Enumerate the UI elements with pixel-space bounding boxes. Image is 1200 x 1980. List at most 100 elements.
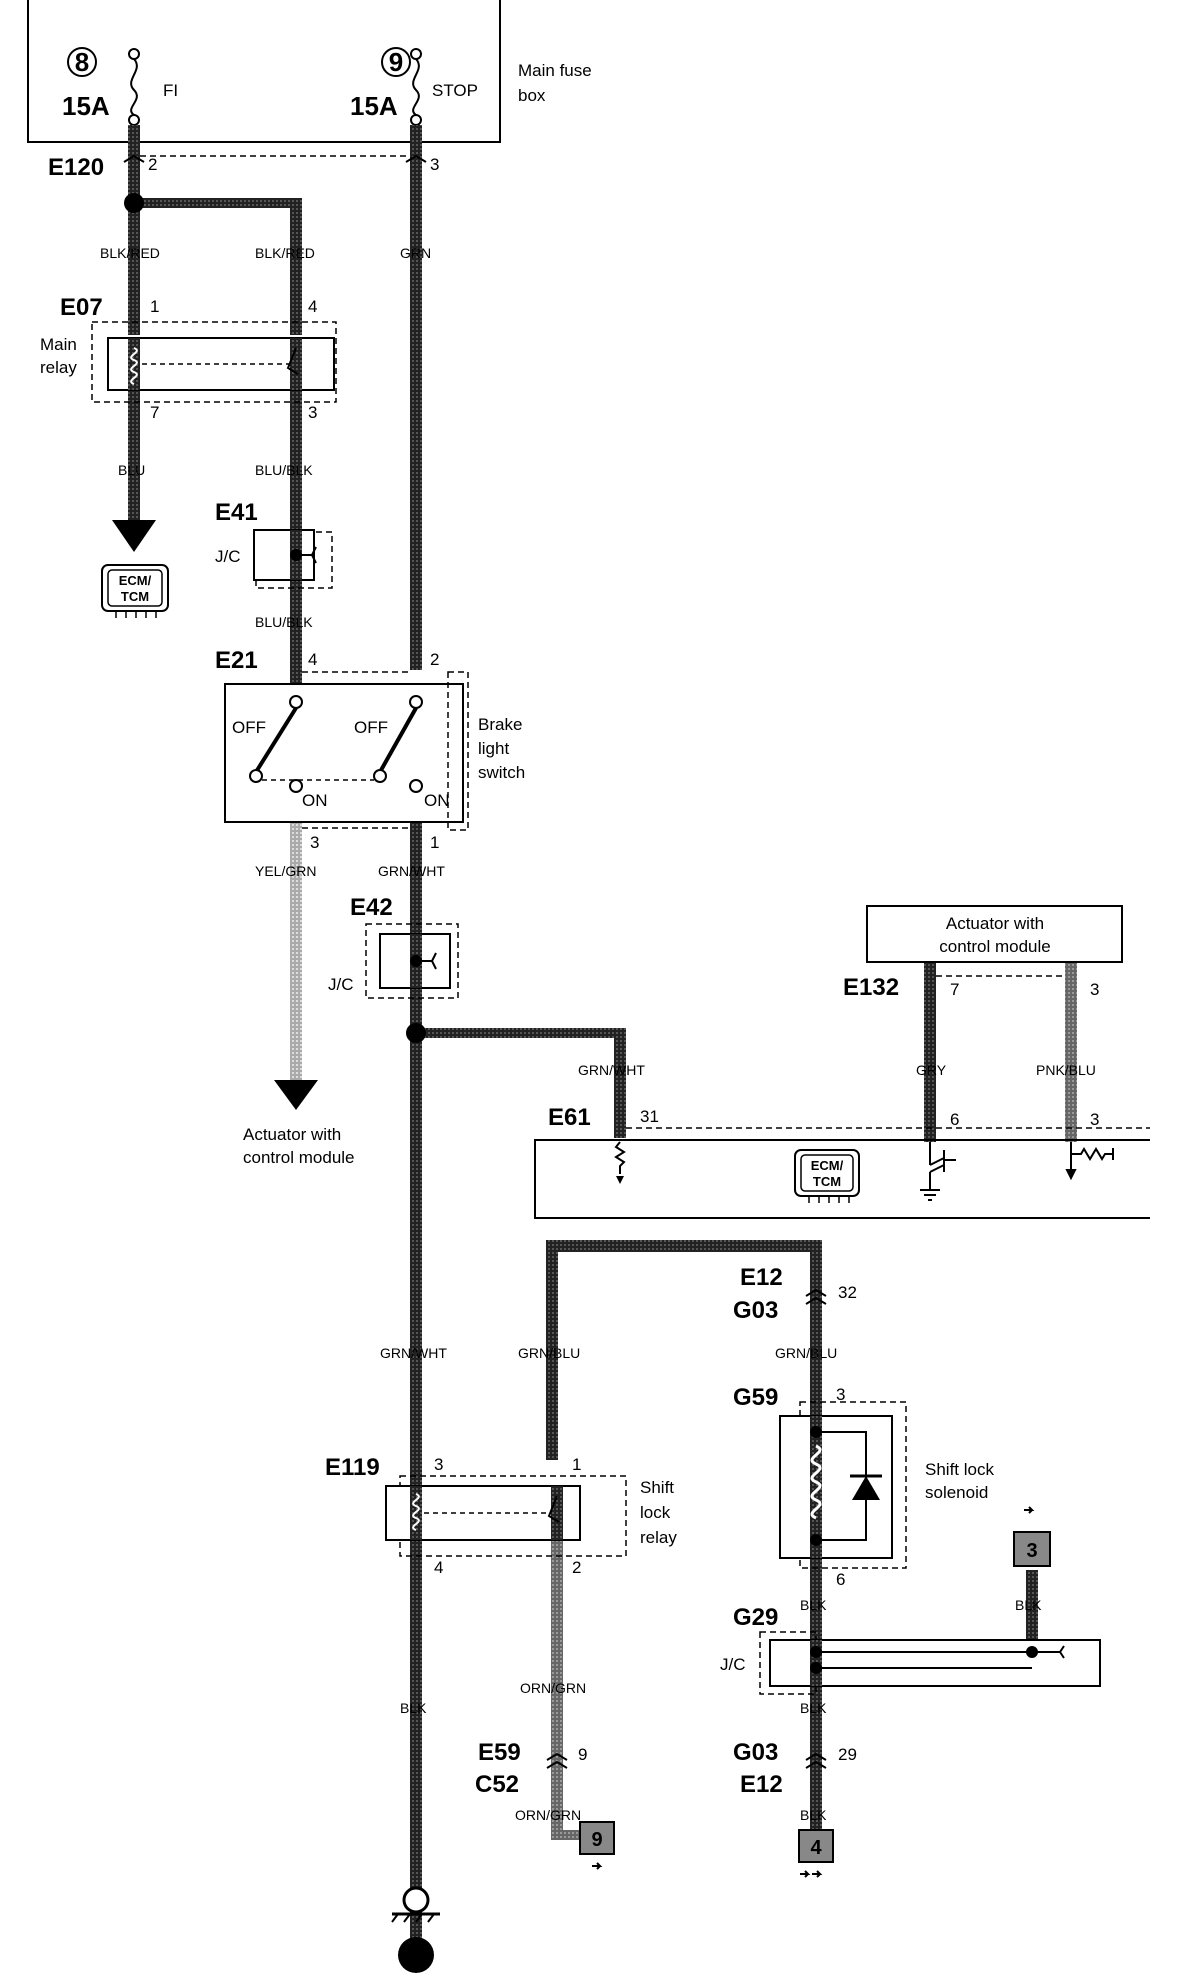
ref-box-4: 4 [798,1829,834,1878]
connector-e12-bottom: E12 [740,1771,783,1798]
fuse-8-symbol [128,48,140,126]
pin-e120-2: 2 [148,155,157,174]
pin-e12-32: 32 [838,1283,857,1302]
pin-e21-2: 2 [430,650,439,669]
actuator-left-label-2: control module [243,1148,355,1167]
pin-e119-4: 4 [434,1558,443,1577]
wire-label-grn-wht-2: GRN/WHT [578,1062,645,1078]
shift-relay-label-2: lock [640,1503,671,1522]
pin-e07-1: 1 [150,297,159,316]
svg-text:7: 7 [409,1943,422,1970]
wire-label-blu-blk-2: BLU/BLK [255,614,313,630]
ecm-tcm-e61: E61 31 6 3 ECM/ TCM [534,1104,1150,1219]
connector-g59: G59 [733,1384,778,1411]
pin-e120-3: 3 [430,155,439,174]
connector-e12-top: E12 [740,1264,783,1291]
shift-relay-label-1: Shift [640,1478,674,1497]
fuse-9-symbol [410,48,422,126]
junction-e41: E41 J/C [215,499,333,589]
pin-e132-3: 3 [1090,980,1099,999]
connector-c52: C52 [475,1771,519,1798]
shift-lock-solenoid-g59: G59 3 Shift lock solenoid 6 [733,1384,994,1589]
wire-label-grn: GRN [400,245,431,261]
pin-e07-4: 4 [308,297,317,316]
wire-label-orn-grn-1: ORN/GRN [520,1680,586,1696]
ecm-tcm-e61-label-2: TCM [813,1174,841,1189]
wire-label-orn-grn-2: ORN/GRN [515,1807,581,1823]
pin-e07-3: 3 [308,403,317,422]
e41-jc-label: J/C [215,547,241,566]
pin-e21-1: 1 [430,833,439,852]
pin-g03-29: 29 [838,1745,857,1764]
pin-e59-9: 9 [578,1745,587,1764]
fuse-8-rating: 15A [62,91,110,121]
wire-label-blk-5: BLK [800,1807,827,1823]
wire-label-yel-grn: YEL/GRN [255,863,316,879]
shift-lock-relay-e119: E119 3 1 Shift lock relay 4 2 [325,1454,677,1577]
brake-light-switch-e21: E21 4 2 OFF OFF ON ON Brake light switch… [215,647,525,852]
svg-text:ECM/: ECM/ [119,573,152,588]
fuse-9-rating: 15A [350,91,398,121]
ref-box-9: 9 [579,1821,615,1870]
connector-e132: E132 [843,974,899,1001]
g29-jc-label: J/C [720,1655,746,1674]
switch-on-left: ON [302,791,328,810]
connector-g03-top: G03 [733,1297,778,1324]
ecm-tcm-e61-label-1: ECM/ [811,1158,844,1173]
connector-g29: G29 [733,1604,778,1631]
pin-e21-3: 3 [310,833,319,852]
wire-label-blk-1: BLK [800,1597,827,1613]
shift-relay-label-3: relay [640,1528,677,1547]
solenoid-label-1: Shift lock [925,1460,994,1479]
brake-switch-label-2: light [478,739,509,758]
marker-b-arrow: B [112,520,156,552]
solenoid-label-2: solenoid [925,1483,988,1502]
pin-e61-31: 31 [640,1107,659,1126]
main-relay-label-2: relay [40,358,77,377]
fuse-box-label-2: box [518,86,546,105]
wire-label-blu: BLU [118,462,145,478]
fuse-8-name: FI [163,81,178,100]
fuse-9-number: 9 [389,47,403,77]
connector-e21: E21 [215,647,258,674]
wire-label-blu-blk-1: BLU/BLK [255,462,313,478]
svg-text:B: B [129,524,138,539]
wire-label-grn-wht-1: GRN/WHT [378,863,445,879]
pin-g59-3: 3 [836,1385,845,1404]
wire-label-blk-2: BLK [1015,1597,1042,1613]
svg-text:3: 3 [1026,1540,1037,1562]
main-relay-label-1: Main [40,335,77,354]
marker-yg-arrow: YG [274,1080,318,1110]
wire-label-grn-blu-1: GRN/BLU [518,1345,580,1361]
fuse-8-number: 8 [75,47,89,77]
connector-e59: E59 [478,1739,521,1766]
wire-label-grn-wht-3: GRN/WHT [380,1345,447,1361]
pin-e61-3: 3 [1090,1110,1099,1129]
connector-g03-bottom: G03 [733,1739,778,1766]
junction-e42: E42 J/C [328,894,459,999]
actuator-top-label-2: control module [939,937,1051,956]
svg-text:TCM: TCM [121,589,149,604]
pin-e119-2: 2 [572,1558,581,1577]
actuator-module-top: Actuator with control module E132 7 3 [843,905,1123,1001]
pin-e07-7: 7 [150,403,159,422]
actuator-left-label-1: Actuator with [243,1125,341,1144]
wire-label-blk-red-1: BLK/RED [100,245,160,261]
ground-point-7: 7 [391,1886,440,1973]
pin-e119-1: 1 [572,1455,581,1474]
connector-e42: E42 [350,894,393,921]
pin-e61-6: 6 [950,1110,959,1129]
wire-label-blk-red-2: BLK/RED [255,245,315,261]
svg-text:4: 4 [810,1837,822,1859]
wire-label-gry: GRY [916,1062,947,1078]
ref-box-3: 3 [1013,1506,1051,1567]
fuse-box-label-1: Main fuse [518,61,592,80]
pin-e21-4: 4 [308,650,317,669]
fuse-9-name: STOP [432,81,478,100]
wire-label-blk-3: BLK [800,1700,827,1716]
wire-label-blk-4: BLK [400,1700,427,1716]
ecm-tcm-icon-left: ECM/ TCM [101,564,169,618]
connector-e61: E61 [548,1104,591,1131]
connector-e07: E07 [60,294,103,321]
